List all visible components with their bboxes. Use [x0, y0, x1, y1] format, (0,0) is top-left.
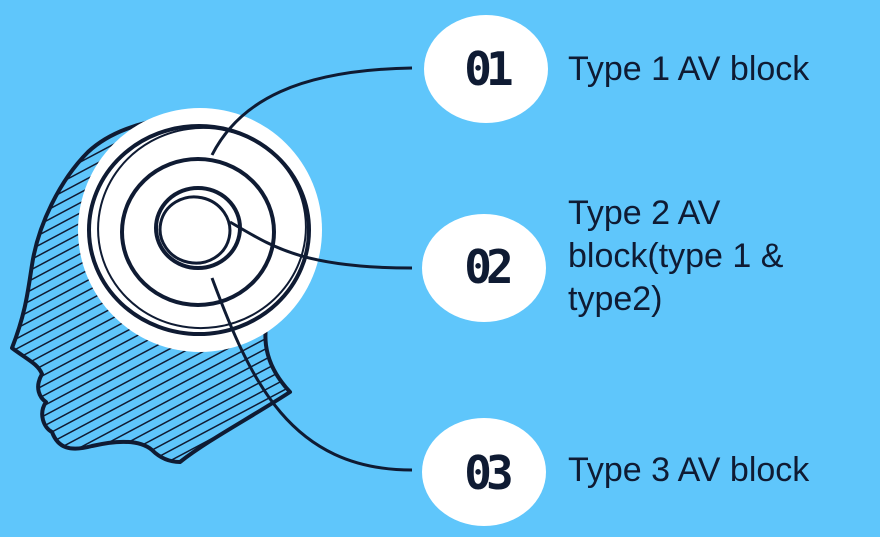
head-with-target-icon [10, 108, 322, 464]
target-ring-outer [87, 124, 311, 336]
badge-2 [422, 214, 546, 322]
badge-3 [422, 418, 546, 526]
step-label-2: Type 2 AV block(type 1 & type2) [568, 194, 784, 318]
connector-line-1 [210, 66, 413, 156]
step-number-1: 01 [464, 42, 513, 96]
step-label-1: Type 1 AV block [568, 50, 810, 88]
target-ring-outer-sketch [97, 126, 307, 330]
brain-disc [78, 108, 322, 352]
step-number-2: 02 [464, 240, 513, 294]
target-ring-inner-sketch [158, 195, 232, 265]
step-label-3: Type 3 AV block [568, 451, 810, 489]
connector-line-3 [210, 277, 413, 472]
badge-1 [424, 15, 548, 123]
connector-line-2 [229, 220, 413, 270]
target-ring-middle [120, 157, 276, 307]
step-number-3: 03 [464, 446, 513, 500]
